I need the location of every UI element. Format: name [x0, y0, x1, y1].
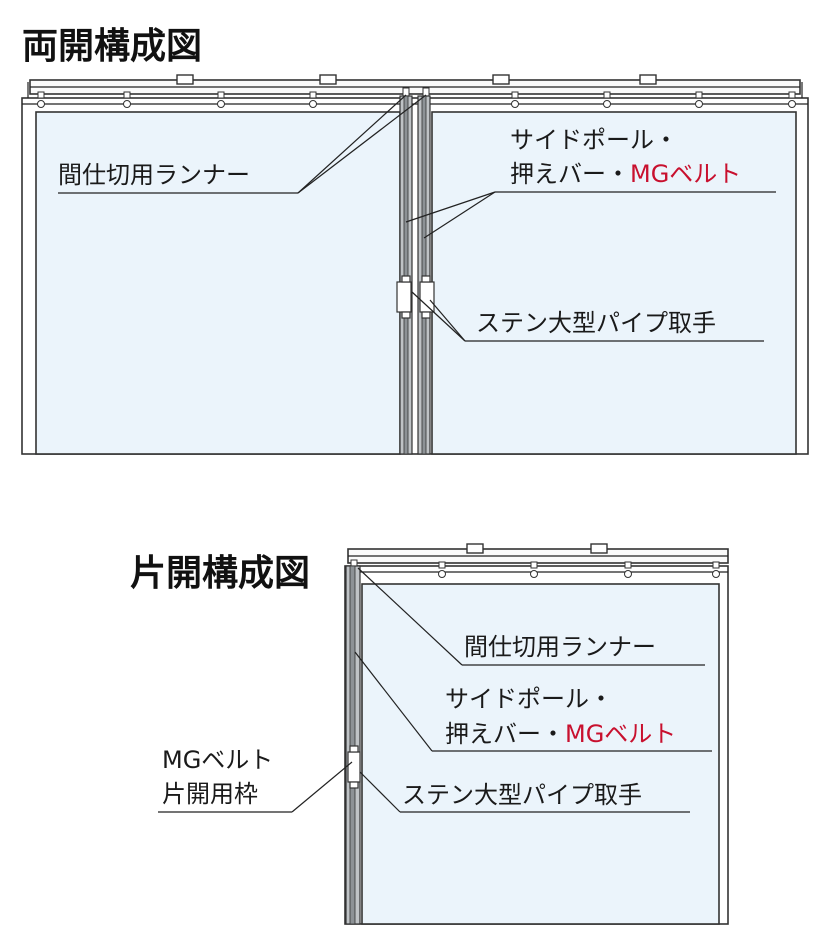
double-left-panel — [35, 111, 401, 455]
double-curtain-assembly — [21, 74, 809, 455]
runner — [603, 91, 611, 108]
runner-row — [37, 87, 796, 108]
runner — [695, 91, 703, 108]
partition-runner — [422, 87, 430, 97]
double-title: 両開構成図 — [22, 26, 202, 67]
runner — [624, 561, 632, 578]
rail-tab — [590, 543, 608, 554]
runner — [788, 91, 796, 108]
runner — [217, 91, 225, 108]
pipe-handle-left — [396, 275, 412, 319]
double-pole-label-line2: 押えバー・MGベルト — [510, 160, 741, 188]
pipe-handle-right — [419, 275, 435, 319]
single-leaders — [158, 567, 712, 813]
runner — [511, 91, 519, 108]
runner — [123, 91, 131, 108]
runner — [712, 561, 720, 578]
partition-runner — [402, 87, 410, 97]
rail-tab — [639, 74, 657, 85]
single-pipe-handle — [347, 745, 361, 789]
double-runner-label: 間仕切用ランナー — [58, 161, 250, 189]
runner — [438, 561, 446, 578]
single-title: 片開構成図 — [130, 553, 310, 594]
runner — [309, 91, 317, 108]
rail-tab — [319, 74, 337, 85]
double-right-panel — [431, 111, 797, 455]
single-panel — [361, 583, 720, 925]
single-curtain-assembly — [344, 543, 729, 925]
rail-tab — [176, 74, 194, 85]
single-pole-label-line2: 押えバー・MGベルト — [445, 720, 676, 748]
rail-tab — [492, 74, 510, 85]
double-leaders — [58, 94, 776, 342]
double-pole-label-line1: サイドポール・ — [510, 126, 678, 154]
single-frame-label-line2: 片開用枠 — [162, 780, 258, 808]
runner-row — [350, 559, 720, 578]
single-pole-label-line1: サイドポール・ — [445, 685, 613, 713]
runner — [530, 561, 538, 578]
double-handle-label: ステン大型パイプ取手 — [476, 309, 716, 337]
runner — [37, 91, 45, 108]
single-frame-label-line1: MGベルト — [162, 746, 273, 774]
single-runner-label: 間仕切用ランナー — [464, 633, 656, 661]
single-handle-label: ステン大型パイプ取手 — [402, 781, 642, 809]
rail-tab — [466, 543, 484, 554]
